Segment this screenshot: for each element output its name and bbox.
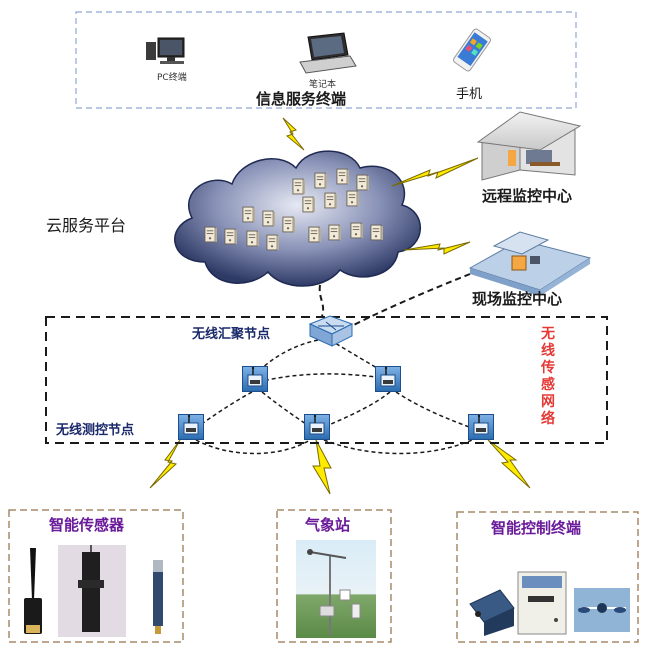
aerator-icon [574,588,630,632]
sensors-box [8,509,184,643]
sensor-probe-icon [148,555,168,635]
sensor-photo-icon [58,545,126,637]
wireless-node-label: 无线测控节点 [56,423,135,438]
lightning-icon [391,157,479,187]
phone-label: 手机 [456,87,483,102]
control-cabinet-icon [517,571,567,635]
pc-label: PC终端 [157,73,187,83]
wireless-node-icon [468,414,494,440]
lightning-icon [312,439,332,495]
control-box [456,511,639,643]
laptop-icon [299,32,357,74]
remote-center-label: 远程监控中心 [482,187,573,205]
cloud-to-sink-link [318,284,325,317]
weather-box [276,509,392,643]
control-title: 智能控制终端 [491,519,582,537]
mesh-links [195,339,473,455]
cloud-platform-label: 云服务平台 [46,216,127,235]
desktop-pc-icon [146,37,185,64]
lightning-icon [149,439,181,489]
sensor-probe-icon [20,545,46,637]
weather-title: 气象站 [305,516,351,534]
sink-node-label: 无线汇聚节点 [192,327,271,342]
lightning-links [149,117,531,495]
wsn-network-label: 无线传感网络 [541,326,555,427]
wsn-box [45,316,608,444]
info-service-box [75,11,577,109]
laptop-label: 笔记本 [309,80,337,90]
sink-node-icon [308,315,354,347]
info-service-title: 信息服务终端 [256,90,347,108]
remote-monitor-house-icon [476,111,582,181]
lightning-icon [487,439,531,489]
control-device-icon [469,589,515,636]
cloud-icon [174,150,421,287]
wireless-node-icon [375,366,401,392]
onsite-center-label: 现场监控中心 [472,290,563,308]
onsite-monitor-center-icon [468,231,592,296]
smartphone-icon [453,28,491,72]
wireless-node-icon [304,414,330,440]
sensors-title: 智能传感器 [49,516,125,534]
wireless-node-icon [178,414,204,440]
lightning-icon [282,117,305,151]
lightning-icon [403,241,471,255]
onsite-to-sink-link [343,273,471,331]
weather-station-photo [296,540,376,638]
wireless-node-icon [242,366,268,392]
